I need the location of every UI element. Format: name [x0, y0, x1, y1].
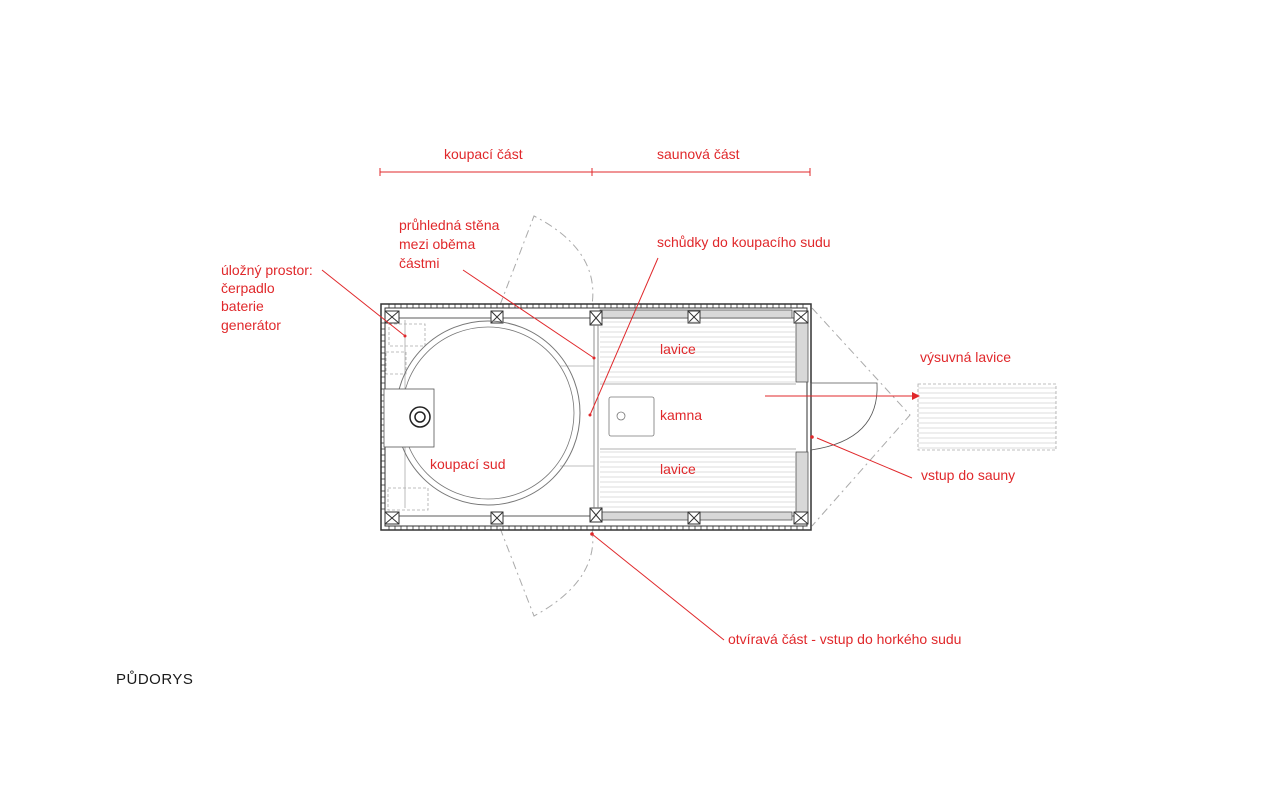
- glass-wall-label-1: průhledná stěna: [399, 217, 500, 233]
- extendable-bench-outline: [917, 383, 1057, 451]
- section-dimension-line: [379, 168, 811, 176]
- hot-tub-entry-label: otvíravá část - vstup do horkého sudu: [728, 631, 962, 647]
- storage-label-1: úložný prostor:: [221, 262, 313, 278]
- leader-lines: [321, 257, 913, 641]
- storage-boxes: [385, 323, 429, 511]
- glass-partition: [593, 325, 599, 508]
- steps-label: schůdky do koupacího sudu: [657, 234, 831, 250]
- sauna-stove: [608, 396, 655, 437]
- stove-label: kamna: [660, 407, 703, 423]
- extendable-bench-label: výsuvná lavice: [920, 349, 1012, 365]
- page-title: PŮDORYS: [116, 671, 194, 688]
- sauna-door: [810, 382, 878, 451]
- sauna-section-label: saunová část: [657, 146, 740, 162]
- glass-wall-label-3: částmi: [399, 255, 440, 271]
- bench-bottom-label: lavice: [660, 461, 696, 477]
- bench-arrow-head: [912, 392, 920, 400]
- tub-heater: [383, 388, 435, 448]
- leader-dots: [403, 334, 814, 536]
- door-swing-arcs: [499, 215, 911, 617]
- storage-label-4: generátor: [221, 317, 281, 333]
- sauna-entry-label: vstup do sauny: [921, 467, 1016, 483]
- bench-top-label: lavice: [660, 341, 696, 357]
- storage-label-2: čerpadlo: [221, 280, 275, 296]
- bathing-section-label: koupací část: [444, 146, 523, 162]
- wall-battens: [381, 304, 804, 530]
- bench-edges: [600, 383, 796, 450]
- sauna-bench-bottom: [600, 451, 796, 508]
- storage-label-3: baterie: [221, 298, 264, 314]
- sauna-bench-top: [600, 321, 796, 383]
- glass-wall-label-2: mezi oběma: [399, 236, 476, 252]
- extendable-bench: [918, 387, 1056, 449]
- tub-label: koupací sud: [430, 456, 506, 472]
